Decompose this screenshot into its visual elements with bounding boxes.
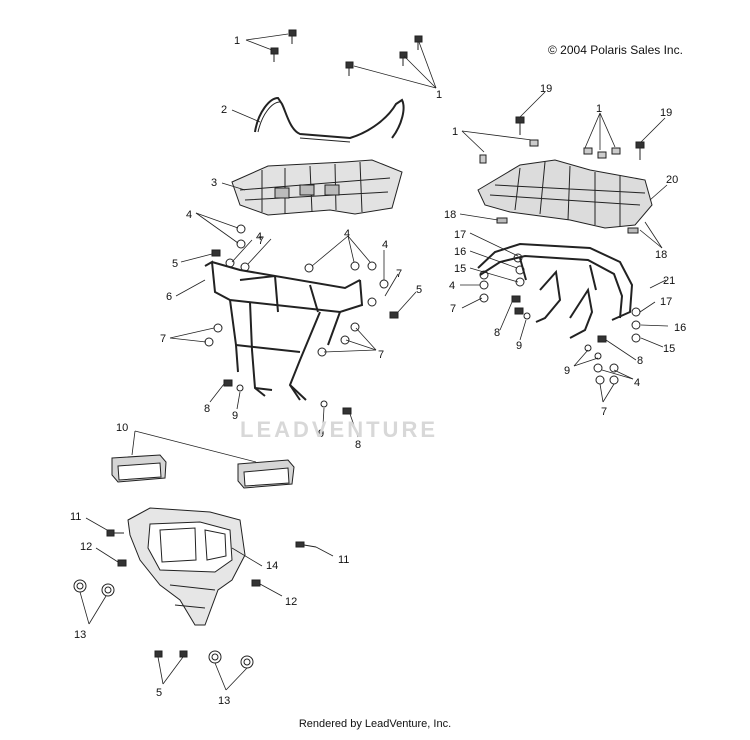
callout-11: 11 [338,554,349,566]
callout-15: 15 [663,343,675,355]
callout-16: 16 [454,246,466,258]
callout-9: 9 [232,410,238,422]
callout-5: 5 [416,284,422,296]
callout-19: 19 [660,107,672,119]
front-hardware [204,224,399,415]
callout-7: 7 [258,235,264,247]
callout-labels: 1 1 1 1 2 3 4 4 4 4 4 4 5 5 5 6 7 7 7 7 … [70,35,686,707]
callout-4: 4 [382,239,388,251]
callout-4: 4 [256,231,262,243]
callout-1: 1 [452,126,458,138]
callout-6: 6 [166,291,172,303]
callout-8: 8 [355,439,361,451]
callout-5: 5 [156,687,162,699]
front-rack-frame [204,260,364,401]
watermark: LEADVENTURE [240,417,439,442]
copyright-notice: © 2004 Polaris Sales Inc. [548,43,683,57]
front-fascia [127,507,246,626]
callout-9: 9 [564,365,570,377]
footer-credit: Rendered by LeadVenture, Inc. [298,718,452,730]
callout-8: 8 [204,403,210,415]
bolt-group-top [270,29,423,76]
callout-10: 10 [116,422,128,434]
callout-5: 5 [172,258,178,270]
callout-18: 18 [655,249,667,261]
leader-lines [79,33,669,691]
callout-4: 4 [449,280,455,292]
callout-17: 17 [454,229,466,241]
callout-13: 13 [74,629,86,641]
callout-7: 7 [396,268,402,280]
callout-8: 8 [637,355,643,367]
callout-17: 17 [660,296,672,308]
front-rack [231,159,403,216]
callout-14: 14 [266,560,278,572]
callout-1: 1 [596,103,602,115]
callout-18: 18 [444,209,456,221]
headlights [111,454,295,489]
front-grab-bar [254,96,405,140]
callout-12: 12 [285,596,297,608]
callout-7: 7 [450,303,456,315]
callout-12: 12 [80,541,92,553]
callout-4: 4 [344,228,350,240]
callout-20: 20 [666,174,678,186]
callout-1: 1 [436,89,442,101]
callout-9: 9 [318,428,324,440]
callout-16: 16 [674,322,686,334]
callout-15: 15 [454,263,466,275]
callout-4: 4 [186,209,192,221]
callout-1: 1 [234,35,240,47]
callout-21: 21 [663,275,675,287]
callout-9: 9 [516,340,522,352]
rear-rack [477,116,653,234]
callout-19: 19 [540,83,552,95]
callout-13: 13 [218,695,230,707]
callout-11: 11 [70,511,81,523]
rear-rack-frame [477,242,634,339]
callout-4: 4 [634,377,640,389]
callout-7: 7 [160,333,166,345]
callout-7: 7 [601,406,607,418]
callout-3: 3 [211,177,217,189]
callout-8: 8 [494,327,500,339]
callout-2: 2 [221,104,227,116]
callout-7: 7 [378,349,384,361]
